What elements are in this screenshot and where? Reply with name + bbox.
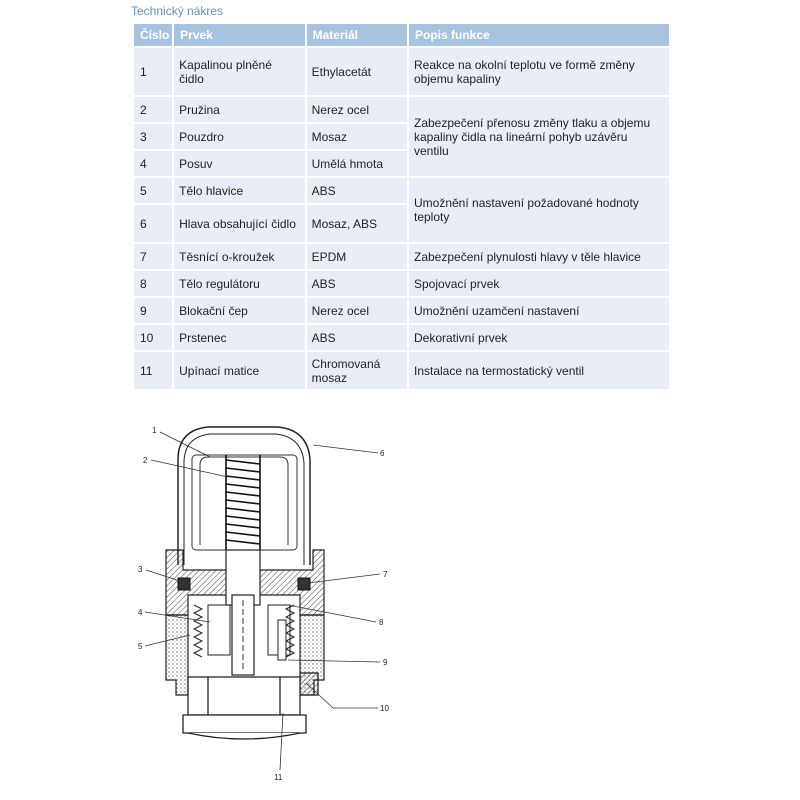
- cell-function: Spojovací prvek: [409, 271, 669, 296]
- cell-number: 11: [134, 352, 173, 389]
- callout-4: 4: [138, 608, 143, 617]
- table-row: 1 Kapalinou plněné čidlo Ethylacetát Rea…: [134, 48, 669, 95]
- header-function: Popis funkce: [409, 24, 669, 46]
- cell-material: EPDM: [306, 244, 407, 269]
- table-row: 10 Prstenec ABS Dekorativní prvek: [134, 325, 669, 350]
- callout-labels: 1 2 3 4 5 6 7 8 9 10 11: [138, 426, 389, 782]
- table-row: 5 Tělo hlavice ABS Umožnění nastavení po…: [134, 178, 669, 242]
- table-row: 4 Posuv Umělá hmota: [134, 151, 669, 176]
- header-material: Materiál: [306, 24, 407, 46]
- header-part: Prvek: [174, 24, 305, 46]
- cell-part: Posuv: [174, 151, 305, 176]
- callout-1: 1: [152, 426, 157, 435]
- callout-3: 3: [138, 565, 143, 574]
- thermostatic-head-cross-section: 1 2 3 4 5 6 7 8 9 10 11: [138, 426, 389, 782]
- cell-material: Mosaz, ABS: [306, 205, 407, 242]
- center-stem: [225, 549, 261, 676]
- cell-material: ABS: [306, 178, 407, 203]
- cell-number: 9: [134, 298, 173, 323]
- callout-11: 11: [274, 773, 283, 782]
- page-title: Technický nákres: [131, 4, 224, 18]
- cell-number: 4: [134, 151, 173, 176]
- fixing-nut: [182, 672, 319, 740]
- callout-2: 2: [143, 456, 148, 465]
- table-row: 9 Blokační čep Nerez ocel Umožnění uzamč…: [134, 298, 669, 323]
- callout-9: 9: [383, 658, 388, 667]
- callout-6: 6: [380, 449, 385, 458]
- table-row: 3 Pouzdro Mosaz: [134, 124, 669, 149]
- cell-part: Pouzdro: [174, 124, 305, 149]
- cell-number: 7: [134, 244, 173, 269]
- cell-number: 2: [134, 97, 173, 122]
- table-header-row: Číslo Prvek Materiál Popis funkce: [134, 24, 669, 46]
- spring: [225, 455, 261, 550]
- cell-material: Chromovaná mosaz: [306, 352, 407, 389]
- head-cap: [177, 426, 311, 565]
- cell-number: 8: [134, 271, 173, 296]
- cell-function: Umožnění uzamčení nastavení: [409, 298, 669, 323]
- cell-part: Tělo regulátoru: [174, 271, 305, 296]
- cell-function: Umožnění nastavení požadované hodnoty te…: [409, 178, 669, 242]
- cell-number: 5: [134, 178, 173, 203]
- cell-material: Nerez ocel: [306, 97, 407, 122]
- cell-number: 10: [134, 325, 173, 350]
- table-row: 11 Upínací matice Chromovaná mosaz Insta…: [134, 352, 669, 389]
- header-number: Číslo: [134, 24, 173, 46]
- callout-8: 8: [379, 618, 384, 627]
- inner-threads: [192, 604, 296, 661]
- cell-material: Mosaz: [306, 124, 407, 149]
- callout-7: 7: [383, 570, 388, 579]
- cell-function: Zabezpečení plynulosti hlavy v těle hlav…: [409, 244, 669, 269]
- cell-function: Reakce na okolní teplotu ve formě změny …: [409, 48, 669, 95]
- cell-material: Ethylacetát: [306, 48, 407, 95]
- cell-part: Pružina: [174, 97, 305, 122]
- cell-material: ABS: [306, 325, 407, 350]
- cell-material: ABS: [306, 271, 407, 296]
- cell-part: Kapalinou plněné čidlo: [174, 48, 305, 95]
- callout-5: 5: [138, 642, 143, 651]
- cell-part: Upínací matice: [174, 352, 305, 389]
- table-row: 7 Těsnící o-kroužek EPDM Zabezpečení ply…: [134, 244, 669, 269]
- cell-function: Zabezpečení přenosu změny tlaku a objemu…: [409, 97, 669, 176]
- callout-10: 10: [380, 704, 389, 713]
- cell-part: Prstenec: [174, 325, 305, 350]
- cell-number: 1: [134, 48, 173, 95]
- table-row: 6 Hlava obsahující čidlo Mosaz, ABS: [134, 205, 669, 242]
- technical-parts-table: Číslo Prvek Materiál Popis funkce 1 Kapa…: [132, 22, 671, 391]
- table-row: 2 Pružina Nerez ocel Zabezpečení přenosu…: [134, 97, 669, 176]
- table-row: 8 Tělo regulátoru ABS Spojovací prvek: [134, 271, 669, 296]
- cell-number: 3: [134, 124, 173, 149]
- cell-material: Nerez ocel: [306, 298, 407, 323]
- cell-part: Tělo hlavice: [174, 178, 305, 203]
- cell-part: Hlava obsahující čidlo: [174, 205, 305, 242]
- cell-part: Těsnící o-kroužek: [174, 244, 305, 269]
- cell-number: 6: [134, 205, 173, 242]
- cell-part: Blokační čep: [174, 298, 305, 323]
- cell-function: Instalace na termostatický ventil: [409, 352, 669, 389]
- cell-function: Dekorativní prvek: [409, 325, 669, 350]
- cell-material: Umělá hmota: [306, 151, 407, 176]
- leader-lines: [144, 431, 381, 771]
